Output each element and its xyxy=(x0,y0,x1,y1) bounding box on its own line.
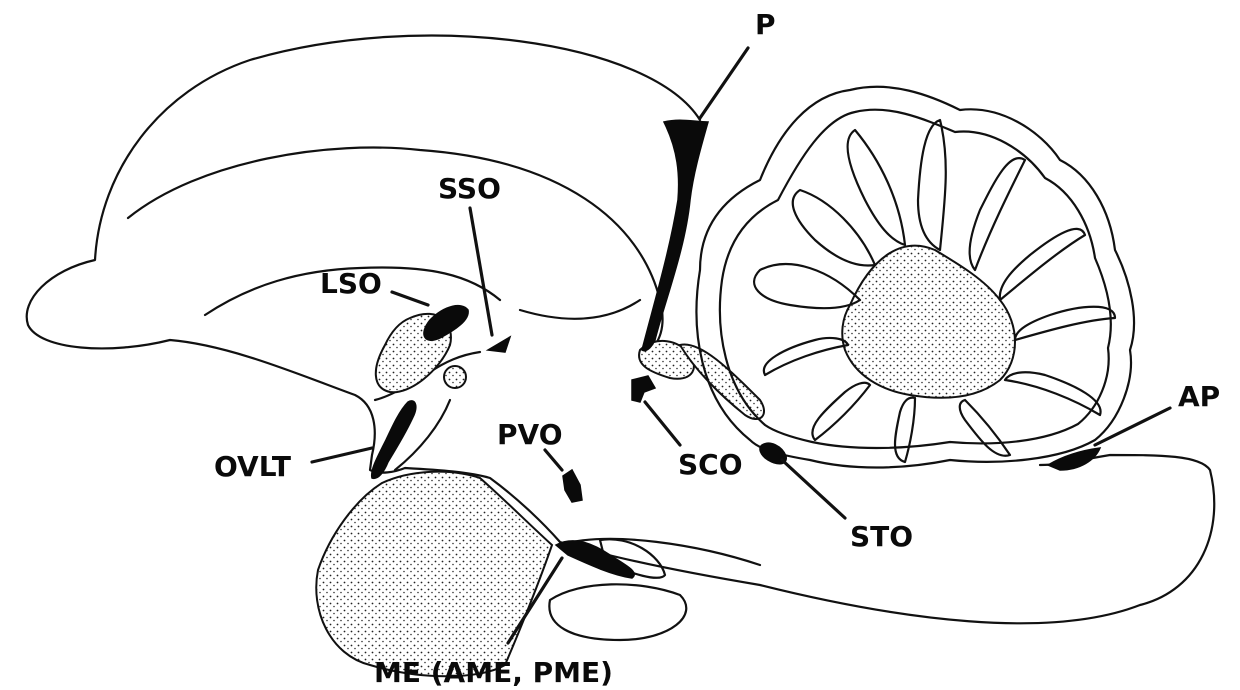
corpus-callosum-upper xyxy=(128,148,662,345)
label-ap: AP xyxy=(1178,380,1220,413)
label-ovlt: OVLT xyxy=(214,450,291,483)
pituitary xyxy=(316,472,552,677)
label-me: ME (AME, PME) xyxy=(374,656,613,689)
folium-7 xyxy=(1015,307,1115,340)
p-leader xyxy=(700,48,748,118)
subcommissural-organ xyxy=(632,376,655,402)
pons-contour xyxy=(549,584,686,640)
anterior-commissure xyxy=(444,366,466,388)
ap-leader xyxy=(1095,408,1170,445)
folium-11 xyxy=(812,383,870,440)
sto-leader xyxy=(782,460,845,518)
lso-leader xyxy=(392,292,428,305)
label-sco: SCO xyxy=(678,448,743,481)
area-postrema xyxy=(1048,448,1100,470)
folium-6 xyxy=(1000,229,1085,300)
folium-4 xyxy=(918,120,946,250)
pineal-organ xyxy=(642,120,708,350)
paraventricular-organ xyxy=(563,470,582,502)
folium-12 xyxy=(764,338,848,375)
folium-10 xyxy=(895,398,915,462)
folium-3 xyxy=(848,130,905,245)
ovlt-organ xyxy=(372,401,416,478)
folium-9 xyxy=(960,400,1010,456)
folium-8 xyxy=(1005,372,1101,415)
folium-5 xyxy=(970,158,1025,270)
sco-leader xyxy=(645,402,680,445)
folium-1 xyxy=(754,264,860,308)
cerebellum-white-matter xyxy=(842,246,1015,398)
lateral-septal-organ xyxy=(424,306,468,341)
brain-outline xyxy=(27,36,1215,624)
label-sto: STO xyxy=(850,520,913,553)
fornix-contour xyxy=(520,300,640,319)
folium-2 xyxy=(793,190,875,266)
sso-leader xyxy=(470,208,492,335)
subfornical-organ xyxy=(488,337,510,352)
label-sso: SSO xyxy=(438,172,501,205)
pvo-leader xyxy=(545,450,562,470)
label-lso: LSO xyxy=(320,267,382,300)
label-p: P xyxy=(755,8,776,41)
label-pvo: PVO xyxy=(497,418,563,451)
ovlt-leader xyxy=(312,448,372,462)
